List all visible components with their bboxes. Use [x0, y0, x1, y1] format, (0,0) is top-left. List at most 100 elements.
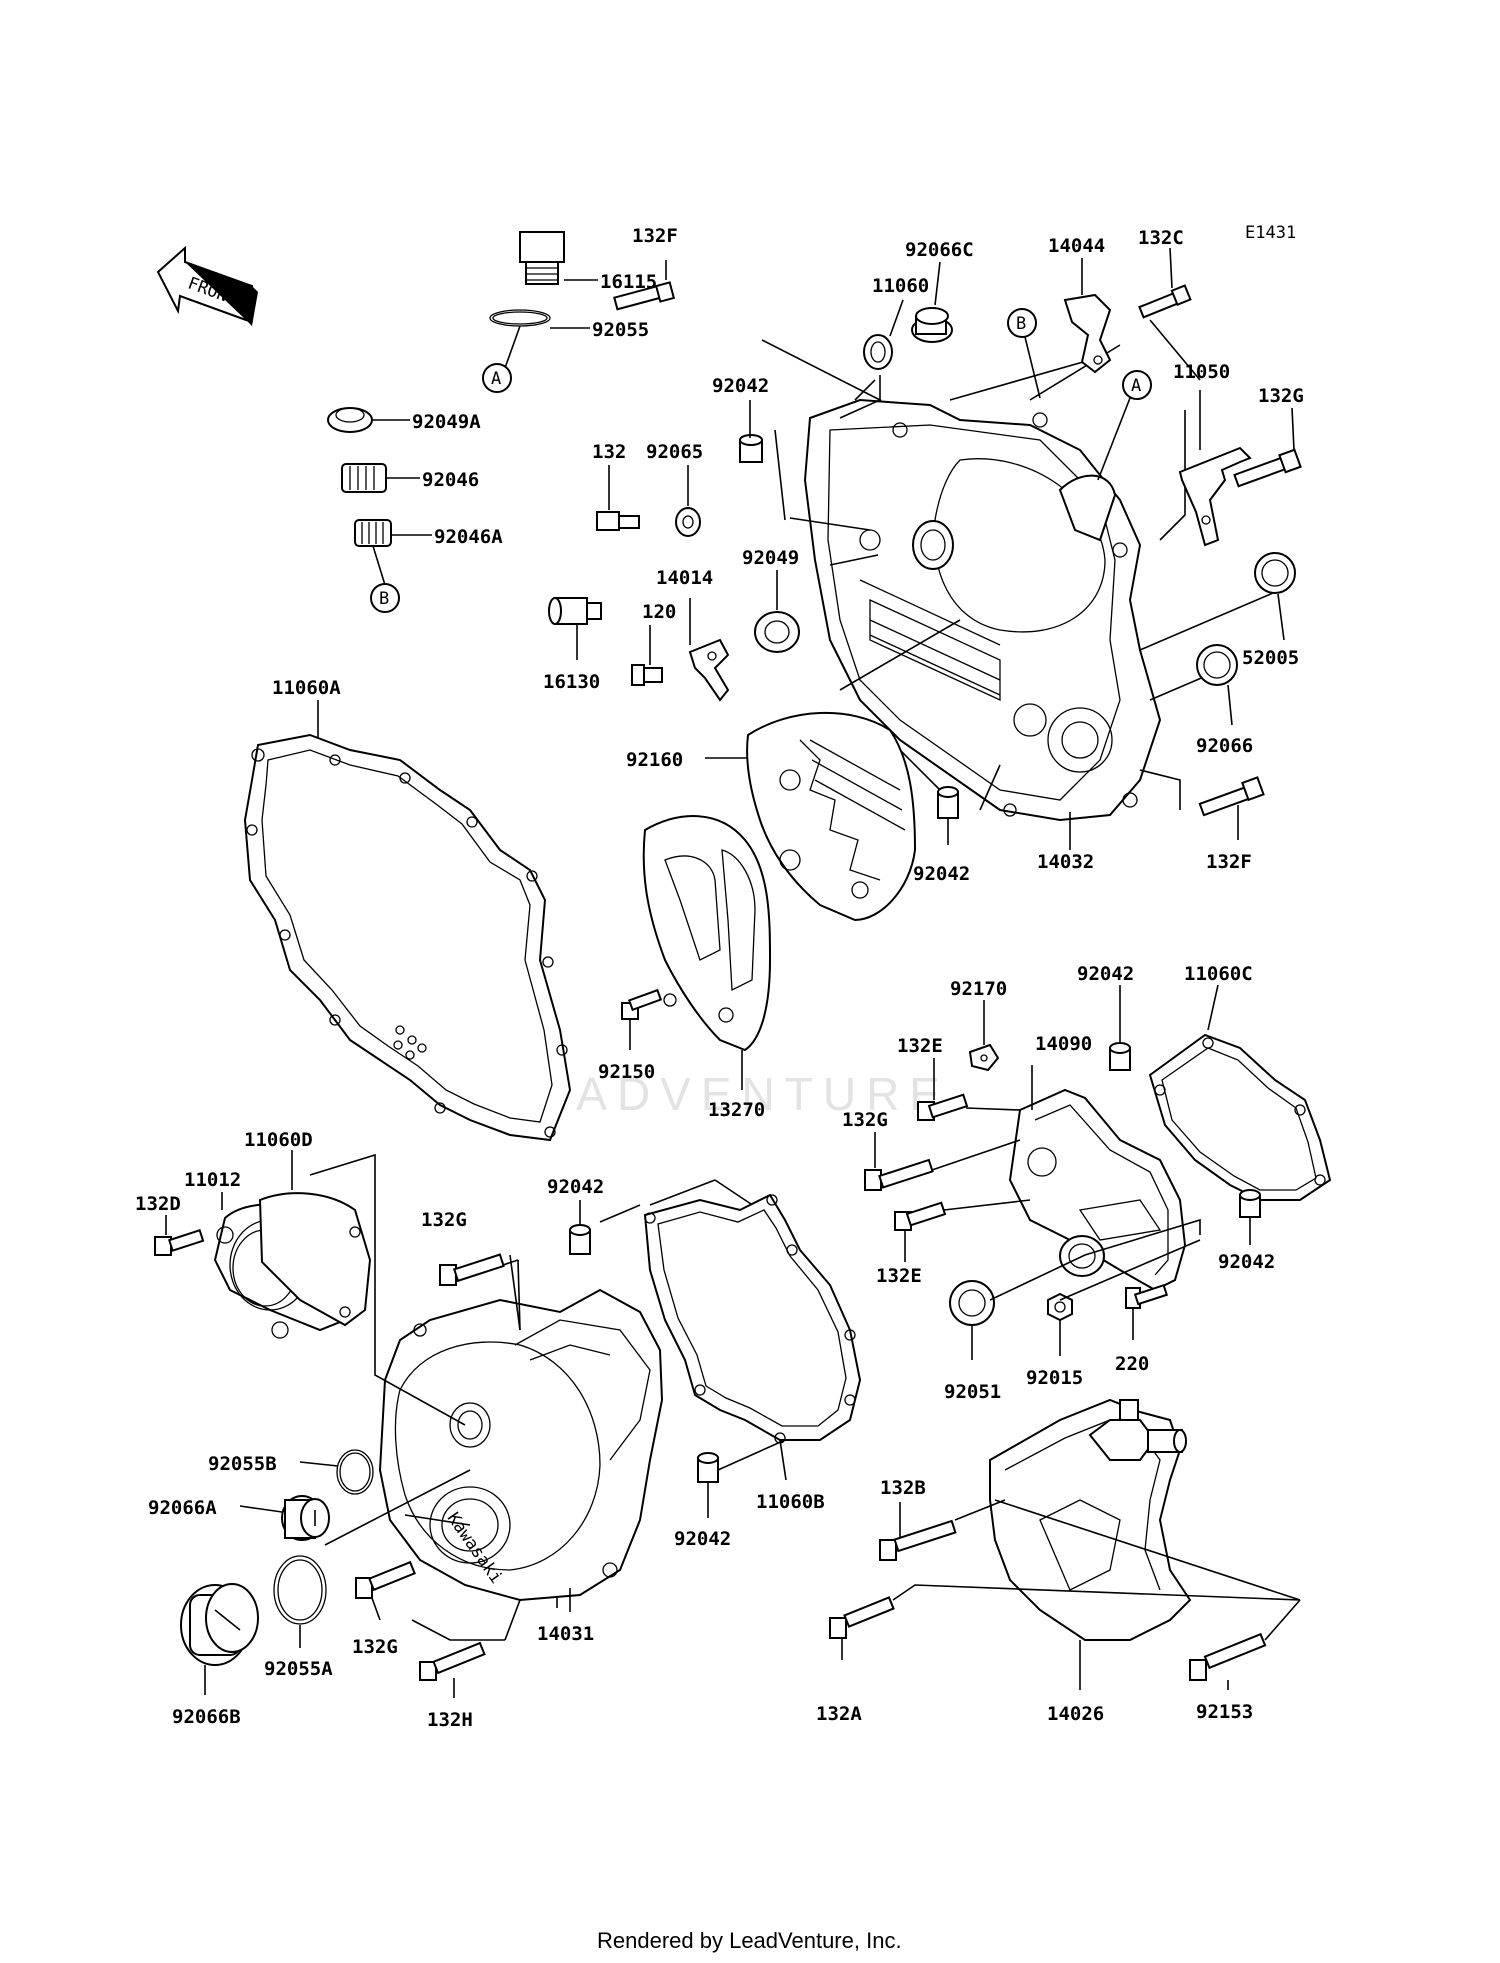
part-132G-bolt-left[interactable]	[439, 1253, 521, 1331]
label-11060D: 11060D	[244, 1129, 313, 1151]
part-132E-bolt-b[interactable]	[894, 1199, 1031, 1262]
label-92051: 92051	[944, 1381, 1001, 1403]
label-14014: 14014	[656, 567, 713, 589]
part-92066-plug[interactable]	[1196, 644, 1238, 726]
part-132G-bolt-top[interactable]	[1233, 407, 1302, 488]
part-92066B-plug[interactable]	[180, 1583, 259, 1695]
label-132G-bottom: 132G	[352, 1636, 398, 1658]
diagram-code: E1431	[1245, 223, 1296, 243]
label-16130: 16130	[543, 671, 600, 693]
label-220: 220	[1115, 1353, 1149, 1375]
part-14014-bracket[interactable]	[688, 598, 730, 702]
label-92042-e: 92042	[547, 1176, 604, 1198]
label-92042-a: 92042	[712, 375, 769, 397]
label-92150: 92150	[598, 1061, 655, 1083]
part-92055B-oring[interactable]	[299, 1449, 374, 1495]
part-52005-seal[interactable]	[1254, 552, 1296, 641]
part-132G-bolt-mid[interactable]	[864, 1132, 1021, 1191]
part-92055-oring[interactable]	[489, 309, 590, 369]
part-92150-bolt[interactable]	[621, 988, 663, 1050]
part-11060D-gasket[interactable]	[258, 1150, 372, 1327]
part-132F-bolt-bottom[interactable]	[1198, 776, 1265, 840]
part-92042-dowel-b[interactable]	[937, 786, 959, 845]
watermark-text: LEADVENTURE	[500, 1068, 950, 1120]
label-92042-b: 92042	[913, 863, 970, 885]
part-92042-dowel-d[interactable]	[1239, 1189, 1261, 1245]
part-16130-fitting[interactable]	[548, 597, 602, 660]
part-92160-plate[interactable]	[705, 711, 917, 922]
label-92042-c: 92042	[1077, 963, 1134, 985]
part-92042-dowel-c[interactable]	[1109, 985, 1131, 1071]
marker-b-circle-cover: B	[1007, 308, 1041, 399]
part-14090-cover[interactable]	[1008, 1065, 1187, 1292]
part-92153-bolt[interactable]	[1189, 1632, 1267, 1690]
part-92042-dowel-e[interactable]	[569, 1200, 591, 1255]
part-14026-sprocket-cover[interactable]	[989, 1398, 1192, 1690]
label-132G-left: 132G	[421, 1209, 467, 1231]
label-92065: 92065	[646, 441, 703, 463]
part-132G-bolt-bottom[interactable]	[355, 1560, 416, 1621]
part-11060-gasket[interactable]	[863, 299, 904, 370]
part-92066C-plug[interactable]	[911, 261, 953, 343]
label-92160: 92160	[626, 749, 683, 771]
marker-a-circle-cover: A	[1097, 370, 1152, 481]
part-14032-clutch-cover[interactable]	[803, 398, 1162, 822]
part-120-screw[interactable]	[631, 625, 663, 686]
part-220-screw[interactable]	[1125, 1284, 1169, 1340]
part-92066A-plug[interactable]	[239, 1495, 330, 1541]
label-14032: 14032	[1037, 851, 1094, 873]
part-16115-plug[interactable]	[519, 231, 598, 285]
label-92170: 92170	[950, 978, 1007, 1000]
part-13270-plate[interactable]	[642, 815, 772, 1090]
part-11060B-gasket[interactable]	[643, 1193, 862, 1481]
part-132H-bolt[interactable]	[419, 1641, 486, 1698]
part-92055A-oring[interactable]	[273, 1555, 327, 1648]
part-92065-washer[interactable]	[675, 465, 701, 537]
marker-b-circle: B	[370, 583, 400, 613]
label-132E-a: 132E	[897, 1035, 943, 1057]
label-132A: 132A	[816, 1703, 862, 1725]
label-92153: 92153	[1196, 1701, 1253, 1723]
part-11050-bracket[interactable]	[1178, 390, 1252, 547]
label-132B: 132B	[880, 1477, 926, 1499]
part-132D-bolt[interactable]	[154, 1215, 205, 1256]
part-11060A-gasket[interactable]	[243, 700, 572, 1142]
part-11060C-gasket[interactable]	[1148, 984, 1332, 1201]
svg-text:A: A	[491, 369, 501, 389]
part-92042-dowel-a[interactable]	[739, 400, 763, 463]
part-132B-bolt[interactable]	[879, 1499, 1006, 1561]
label-92055: 92055	[592, 319, 649, 341]
part-132F-bolt-top[interactable]	[613, 260, 676, 311]
part-92046-bearing[interactable]	[341, 463, 420, 493]
part-92049-seal[interactable]	[754, 570, 800, 653]
label-11060C: 11060C	[1184, 963, 1253, 985]
label-132G-top: 132G	[1258, 385, 1304, 407]
marker-a-circle: A	[482, 363, 512, 393]
part-92015-nut[interactable]	[1047, 1292, 1073, 1356]
label-92042-f: 92042	[674, 1528, 731, 1550]
label-14090: 14090	[1035, 1033, 1092, 1055]
label-92055A: 92055A	[264, 1658, 333, 1680]
label-14026: 14026	[1047, 1703, 1104, 1725]
part-132A-bolt[interactable]	[829, 1596, 895, 1660]
part-132-bolt[interactable]	[596, 465, 640, 531]
part-14044-bracket[interactable]	[1063, 258, 1112, 374]
label-11012: 11012	[184, 1169, 241, 1191]
part-14031-generator-cover[interactable]: Kawasaki	[378, 1288, 664, 1602]
label-92015: 92015	[1026, 1367, 1083, 1389]
part-132E-bolt-a[interactable]	[917, 1058, 1021, 1121]
part-92042-dowel-f[interactable]	[697, 1439, 786, 1518]
label-11060B: 11060B	[756, 1491, 825, 1513]
part-92046A-bearing[interactable]	[354, 519, 432, 586]
part-92051-seal[interactable]	[949, 1280, 995, 1360]
part-92049A-seal[interactable]	[327, 407, 410, 433]
label-92049A: 92049A	[412, 411, 481, 433]
part-132C-bolt[interactable]	[1138, 247, 1192, 319]
part-92170-clip[interactable]	[968, 1000, 1000, 1072]
label-92055B: 92055B	[208, 1453, 277, 1475]
front-arrow-icon: FRONT	[156, 245, 258, 326]
label-92046: 92046	[422, 469, 479, 491]
label-92066B: 92066B	[172, 1706, 241, 1728]
label-92049: 92049	[742, 547, 799, 569]
